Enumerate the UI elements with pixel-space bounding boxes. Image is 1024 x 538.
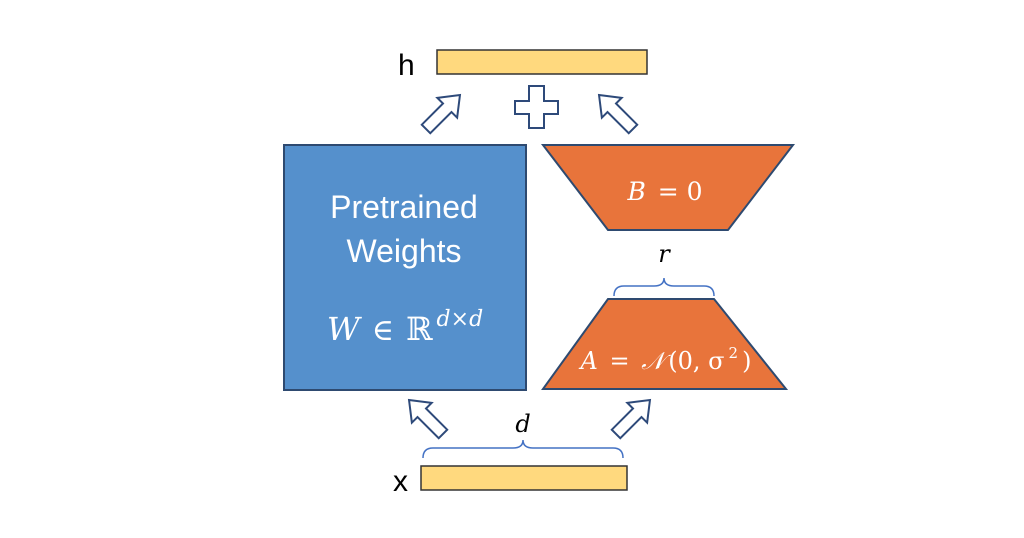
lora-a-exp: 2 (729, 344, 739, 362)
output-label: h (398, 49, 415, 82)
lora-a-var: A (579, 347, 598, 375)
pretrained-formula: W ∈ ℝ d×d (327, 307, 483, 348)
arrow-pretrained-to-output-icon (420, 93, 462, 135)
lora-b-var: B (626, 177, 645, 206)
formula-in: ∈ (372, 313, 394, 348)
arrow-lora-to-output-icon (597, 93, 639, 135)
rank-brace (613, 277, 715, 297)
lora-a-args: (0, σ (668, 347, 724, 375)
formula-exponent: d×d (437, 307, 484, 332)
rank-label: r (658, 240, 671, 268)
arrow-input-to-lora-icon (610, 398, 652, 440)
formula-reals: ℝ (406, 310, 433, 348)
plus-icon (514, 85, 559, 129)
lora-b-formula: B = 0 (626, 177, 702, 206)
pretrained-title-line1: Pretrained (330, 189, 478, 225)
output-vector (436, 49, 648, 75)
lora-a-close: ) (742, 347, 751, 375)
lora-b-block (540, 144, 796, 231)
lora-a-block (541, 298, 789, 390)
input-label: x (393, 465, 408, 498)
pretrained-weights-block (283, 144, 527, 391)
arrow-input-to-pretrained-icon (407, 398, 449, 440)
pretrained-title-line2: Weights (346, 233, 461, 269)
dimension-brace (422, 439, 624, 459)
dimension-label: d (515, 410, 530, 438)
lora-a-eq: = (602, 347, 637, 375)
lora-b-eq: = 0 (650, 177, 703, 206)
input-vector (420, 465, 628, 491)
formula-w: W (327, 310, 363, 348)
